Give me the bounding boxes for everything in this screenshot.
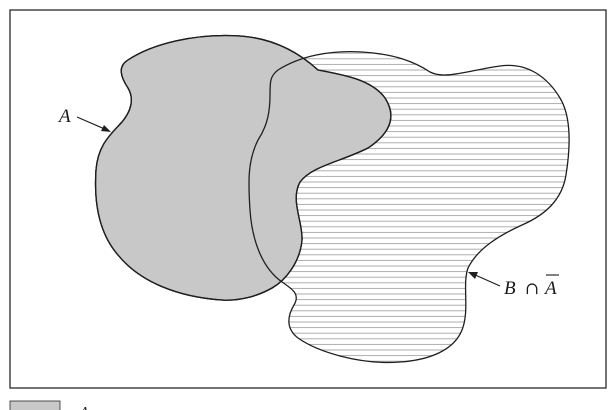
b-minus-a-arrow — [472, 273, 501, 287]
intersection-symbol: ∩ — [525, 279, 539, 299]
set-a-outline — [94, 34, 392, 301]
set-b-outline — [248, 50, 570, 364]
legend-label-a: A — [79, 405, 89, 410]
legend-swatch-a — [9, 400, 61, 410]
complement-a-label: A — [543, 278, 557, 299]
set-a-label: A — [57, 106, 71, 127]
set-a-arrowhead — [101, 125, 111, 132]
b-minus-a-arrowhead — [468, 272, 478, 279]
b-minus-a-label-b: B — [504, 278, 516, 299]
set-a-arrow — [76, 116, 108, 131]
